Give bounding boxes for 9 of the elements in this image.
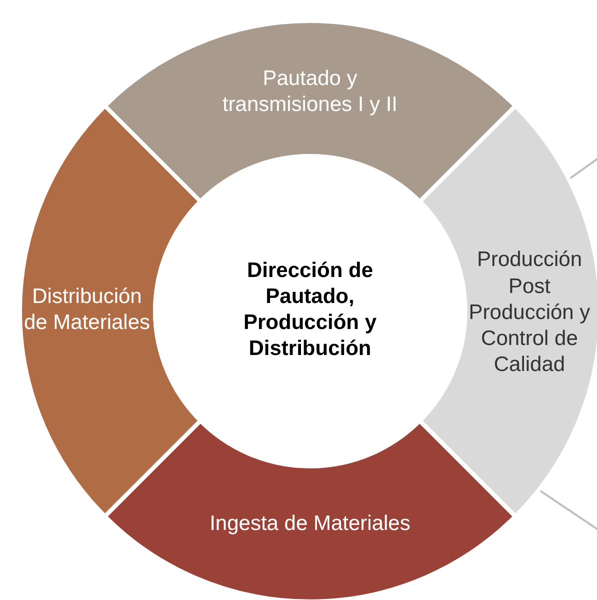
segment-label: Distribución de Materiales (22, 284, 152, 336)
segment-label: Ingesta de Materiales (210, 510, 410, 537)
connector-line (538, 489, 597, 532)
connector-line (568, 156, 597, 180)
ring-segment (20, 106, 200, 516)
center-title: Dirección de Pautado, Producción y Distribución (242, 258, 378, 362)
segment-label: Producción Post Producción y Control de Calidad (468, 247, 592, 378)
ring-segment (104, 420, 516, 600)
segment-label: Pautado y transmisiones I y II (221, 66, 399, 118)
